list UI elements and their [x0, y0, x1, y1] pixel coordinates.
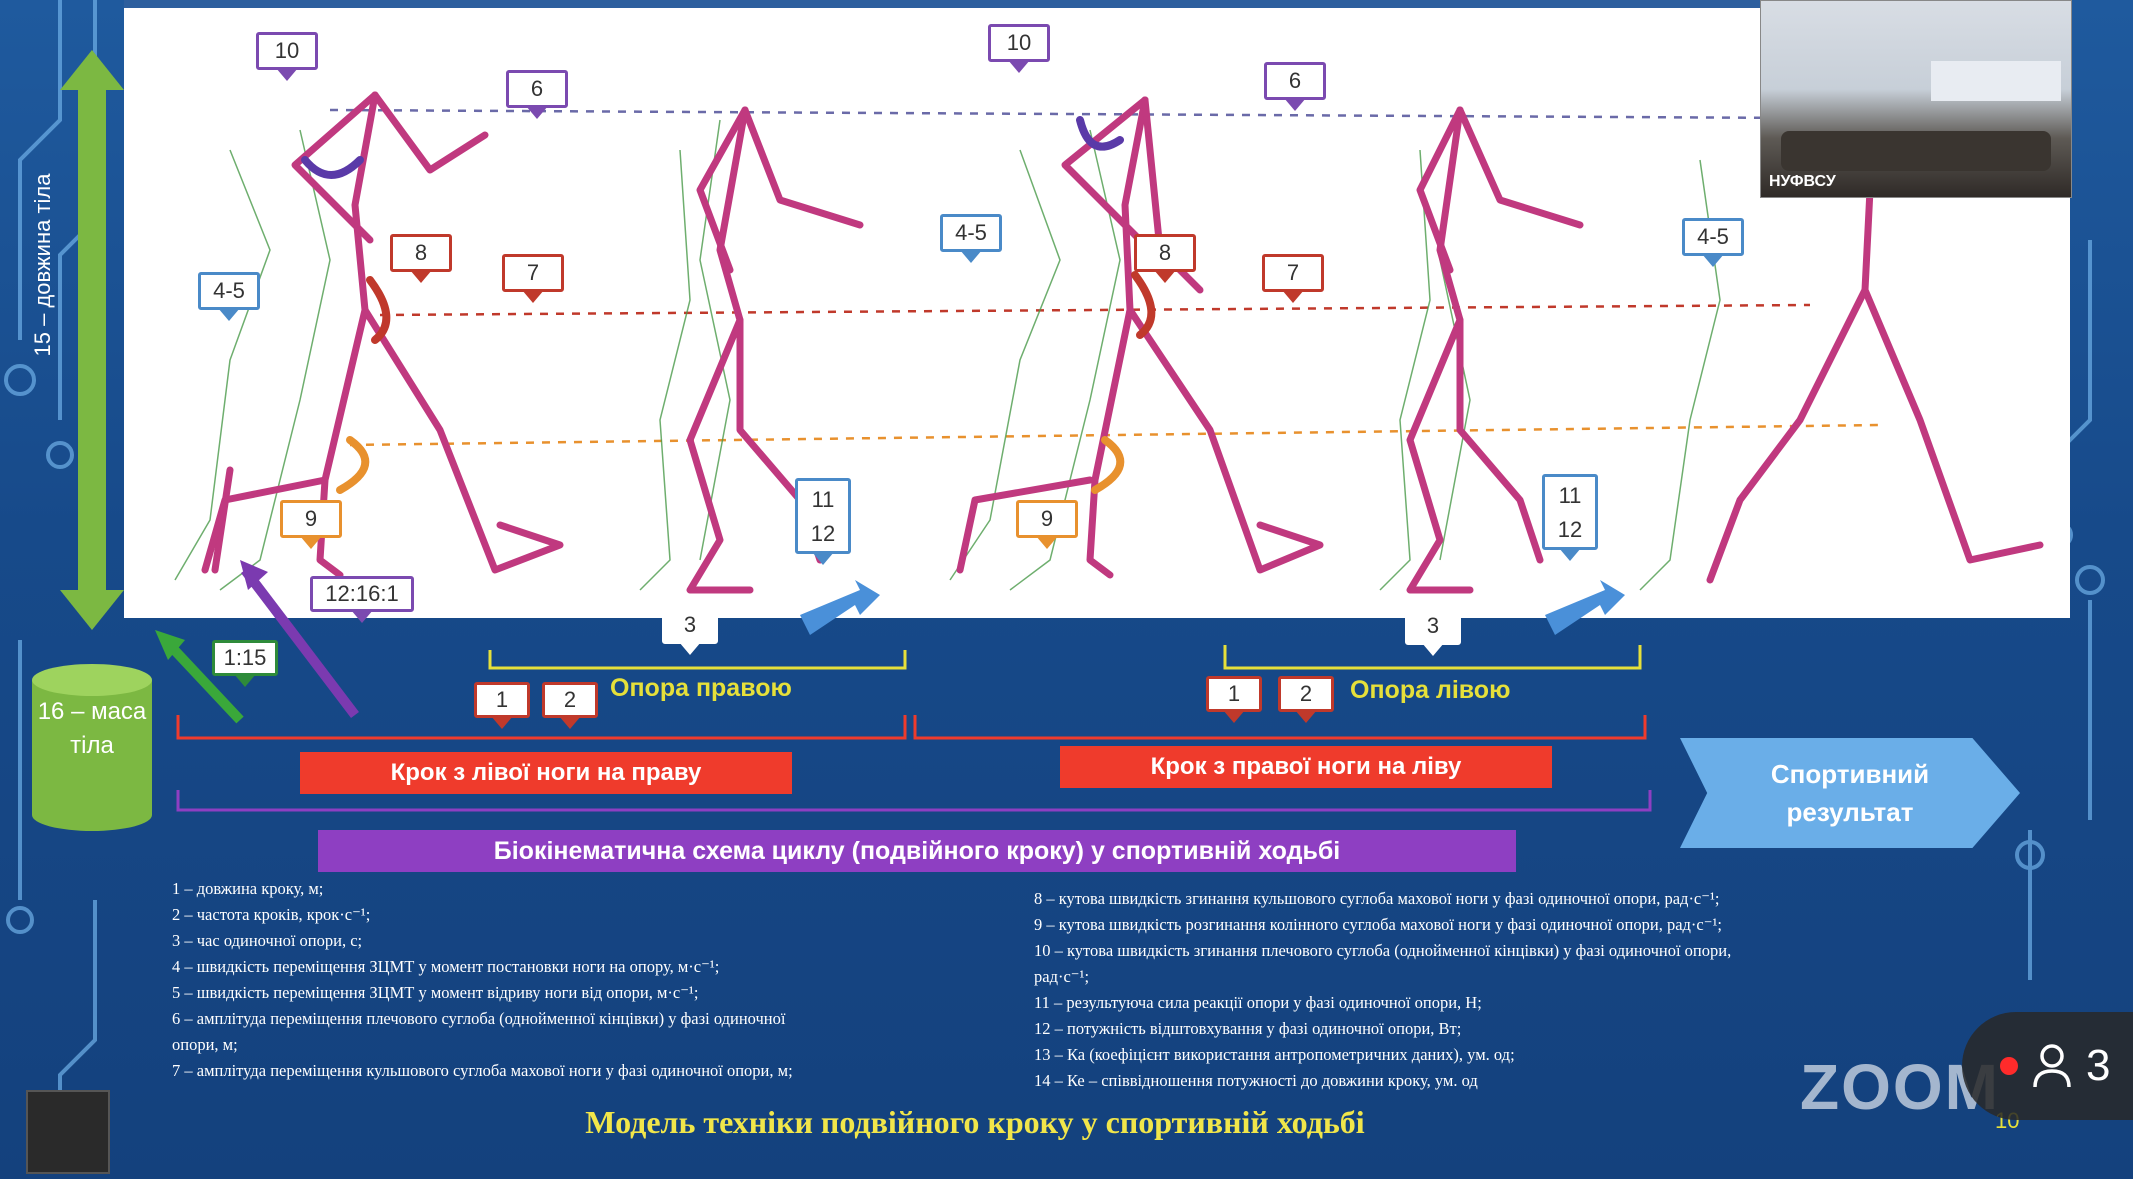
legend-item: 14 – Ке – співвідношення потужності до д…: [1034, 1071, 1478, 1090]
callout-2-first: 2: [542, 682, 598, 718]
height-arrow: [60, 50, 124, 630]
callout-11-12-first: 11 12: [795, 478, 851, 554]
ghost-skeletons: [174, 119, 1721, 591]
callout-7-second: 7: [1262, 254, 1324, 292]
recording-dot-icon: [2000, 1057, 2018, 1075]
legend-item: 5 – швидкість переміщення ЗЦМТ у момент …: [172, 983, 699, 1002]
callout-3-second: 3: [1405, 607, 1461, 645]
callout-7-first: 7: [502, 254, 564, 292]
body-mass: 16 – маса тіла: [32, 660, 152, 830]
support-right-label: Опора правою: [610, 674, 792, 702]
legend-item: 4 – швидкість переміщення ЗЦМТ у момент …: [172, 957, 720, 976]
sport-result-arrow: Спортивний результат: [1680, 738, 2020, 848]
legend-item: 13 – Ка (коефіцієнт використання антропо…: [1034, 1045, 1515, 1064]
support-left-label: Опора лівою: [1350, 676, 1511, 704]
callout-1-second: 1: [1206, 676, 1262, 712]
legend-item: 6 – амплітуда переміщення плечового сугл…: [172, 1009, 786, 1028]
body-length-label: 15 – довжина тіла: [30, 173, 55, 357]
legend-item: 11 – результуюча сила реакції опори у фа…: [1034, 993, 1482, 1012]
callout-4-5-second: 4-5: [940, 214, 1002, 252]
callout-6-second: 6: [1264, 62, 1326, 100]
callout-9-second: 9: [1016, 500, 1078, 538]
callout-4-5-third: 4-5: [1682, 218, 1744, 256]
audience: [1781, 131, 2051, 171]
sport-result-text: Спортивний результат: [1770, 759, 1930, 827]
step-right-to-left: Крок з правої ноги на ліву: [1060, 746, 1552, 788]
legend-item: 8 – кутова швидкість згинання кульшового…: [1034, 889, 1720, 908]
ratio-12-16-1: 12:16:1: [310, 576, 414, 612]
callout-8-second: 8: [1134, 234, 1196, 272]
callout-2-second: 2: [1278, 676, 1334, 712]
legend-item: 3 – час одиночної опори, с;: [172, 931, 363, 950]
callout-4-5-first: 4-5: [198, 272, 260, 310]
legend-item: 12 – потужність відштовхування у фазі од…: [1034, 1019, 1462, 1038]
participant-video[interactable]: НУФВСУ: [1760, 0, 2072, 198]
participants-count: 3: [2086, 1041, 2111, 1090]
legend-item: опори, м;: [172, 1035, 238, 1054]
participants-button[interactable]: 3: [1962, 1012, 2133, 1120]
legend-item: 10 – кутова швидкість згинання плечового…: [1034, 941, 1732, 960]
person-icon: [2033, 1044, 2071, 1088]
callout-6-first: 6: [506, 70, 568, 108]
ratio-1-15: 1:15: [212, 640, 278, 676]
self-view-tile[interactable]: [26, 1090, 110, 1174]
legend-item: рад·с⁻¹;: [1034, 967, 1090, 986]
mass-cylinder: [32, 664, 152, 831]
legend-right: 8 – кутова швидкість згинання кульшового…: [1034, 886, 1731, 1094]
callout-10-first: 10: [256, 32, 318, 70]
legend-item: 1 – довжина кроку, м;: [172, 879, 324, 898]
legend-item: 2 – частота кроків, крок·с⁻¹;: [172, 905, 371, 924]
callout-8-first: 8: [390, 234, 452, 272]
callout-3-first: 3: [662, 606, 718, 644]
cycle-title: Біокінематична схема циклу (подвійного к…: [318, 830, 1516, 872]
legend-item: 7 – амплітуда переміщення кульшового суг…: [172, 1061, 793, 1080]
legend-item: 9 – кутова швидкість розгинання колінног…: [1034, 915, 1722, 934]
video-name: НУФВСУ: [1769, 173, 1836, 190]
step-left-to-right: Крок з лівої ноги на праву: [300, 752, 792, 794]
top-strip: [124, 0, 2070, 8]
callout-9-first: 9: [280, 500, 342, 538]
legend-left: 1 – довжина кроку, м; 2 – частота кроків…: [172, 876, 793, 1084]
slide-title: Модель техніки подвійного кроку у спорти…: [585, 1104, 1365, 1140]
banner: [1931, 61, 2061, 101]
callout-11-12-second: 11 12: [1542, 474, 1598, 550]
callout-1-first: 1: [474, 682, 530, 718]
callout-10-second: 10: [988, 24, 1050, 62]
body-mass-label: 16 – маса тіла: [37, 698, 147, 759]
